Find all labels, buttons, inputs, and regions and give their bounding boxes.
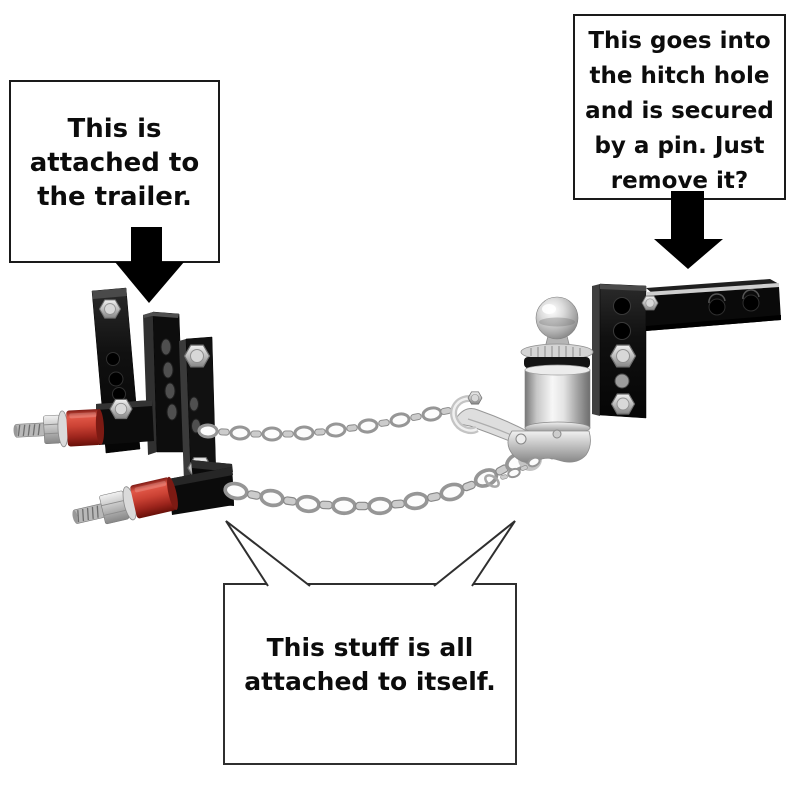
callout-hitch-line-2: the hitch hole bbox=[589, 63, 770, 89]
callout-trailer-line-1: This is bbox=[67, 114, 162, 144]
red-bushing-upper bbox=[13, 408, 105, 448]
callout-hitch-pin: This goes into the hitch hole and is sec… bbox=[573, 14, 786, 200]
callout-bubble: This stuff is all attached to itself. bbox=[223, 583, 517, 765]
red-bushing-lower bbox=[72, 476, 178, 525]
safety-clip-chain bbox=[484, 454, 542, 488]
callout-hitch-line-4: by a pin. Just bbox=[594, 133, 765, 159]
upper-spring-arm bbox=[96, 398, 154, 445]
callout-trailer-line-3: the trailer. bbox=[37, 182, 192, 212]
ball-mount bbox=[507, 296, 594, 464]
upper-chain bbox=[197, 405, 453, 442]
callout-trailer-line-2: attached to bbox=[29, 148, 200, 178]
callout-trailer: This is attached to the trailer. bbox=[9, 80, 220, 263]
callout-hitch-line-5: remove it? bbox=[610, 168, 749, 194]
trailer-bracket-center-plate bbox=[143, 311, 185, 455]
callout-hitch-line-3: and is secured bbox=[585, 98, 774, 124]
receiver-tube bbox=[641, 279, 781, 331]
bottom-spring-bar bbox=[168, 467, 234, 515]
shank-bracket bbox=[592, 283, 647, 419]
hitch-pin-bolt bbox=[641, 295, 659, 311]
latch-mechanism bbox=[507, 430, 591, 464]
trailer-bracket-right-plate bbox=[179, 336, 217, 482]
lower-chain bbox=[221, 448, 532, 516]
spacer-ring bbox=[524, 357, 590, 368]
upper-shackle bbox=[450, 391, 483, 435]
callout-bubble-line-2: attached to itself. bbox=[244, 667, 496, 696]
trailer-bracket-assembly bbox=[13, 287, 234, 525]
callout-bubble-line-1: This stuff is all bbox=[266, 633, 474, 662]
clip-hook bbox=[484, 474, 500, 488]
ball-mount-cylinder bbox=[524, 369, 591, 429]
callout-hitch-line-1: This goes into bbox=[588, 28, 771, 54]
